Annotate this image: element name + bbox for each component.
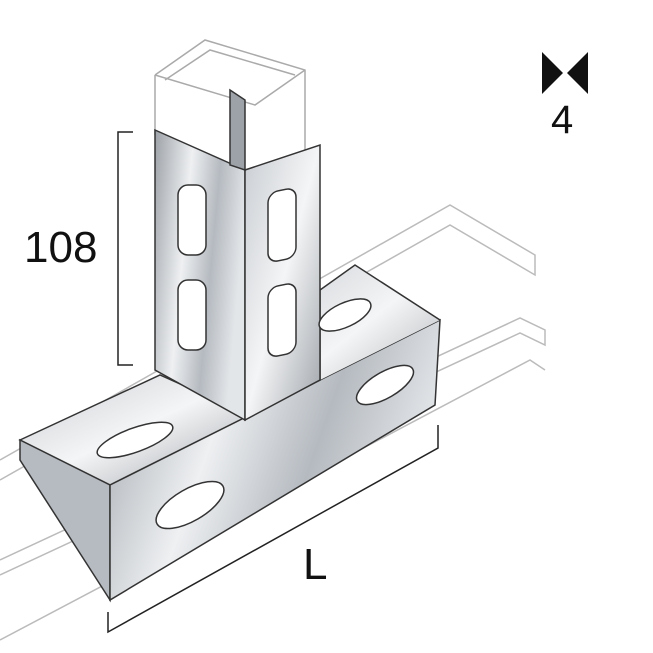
upright-channel: [154, 39, 306, 150]
length-label: L: [303, 540, 328, 589]
slots: [96, 184, 415, 530]
height-dimension-line: [117, 131, 133, 366]
vertical-legs: [154, 88, 321, 422]
base-plate: [18, 264, 441, 603]
thickness-value: 4: [551, 98, 574, 142]
height-label: 108: [24, 223, 98, 272]
dimension-lines: [107, 131, 439, 634]
length-dimension-line: [107, 425, 439, 634]
bowtie-thickness-icon: [542, 52, 588, 94]
